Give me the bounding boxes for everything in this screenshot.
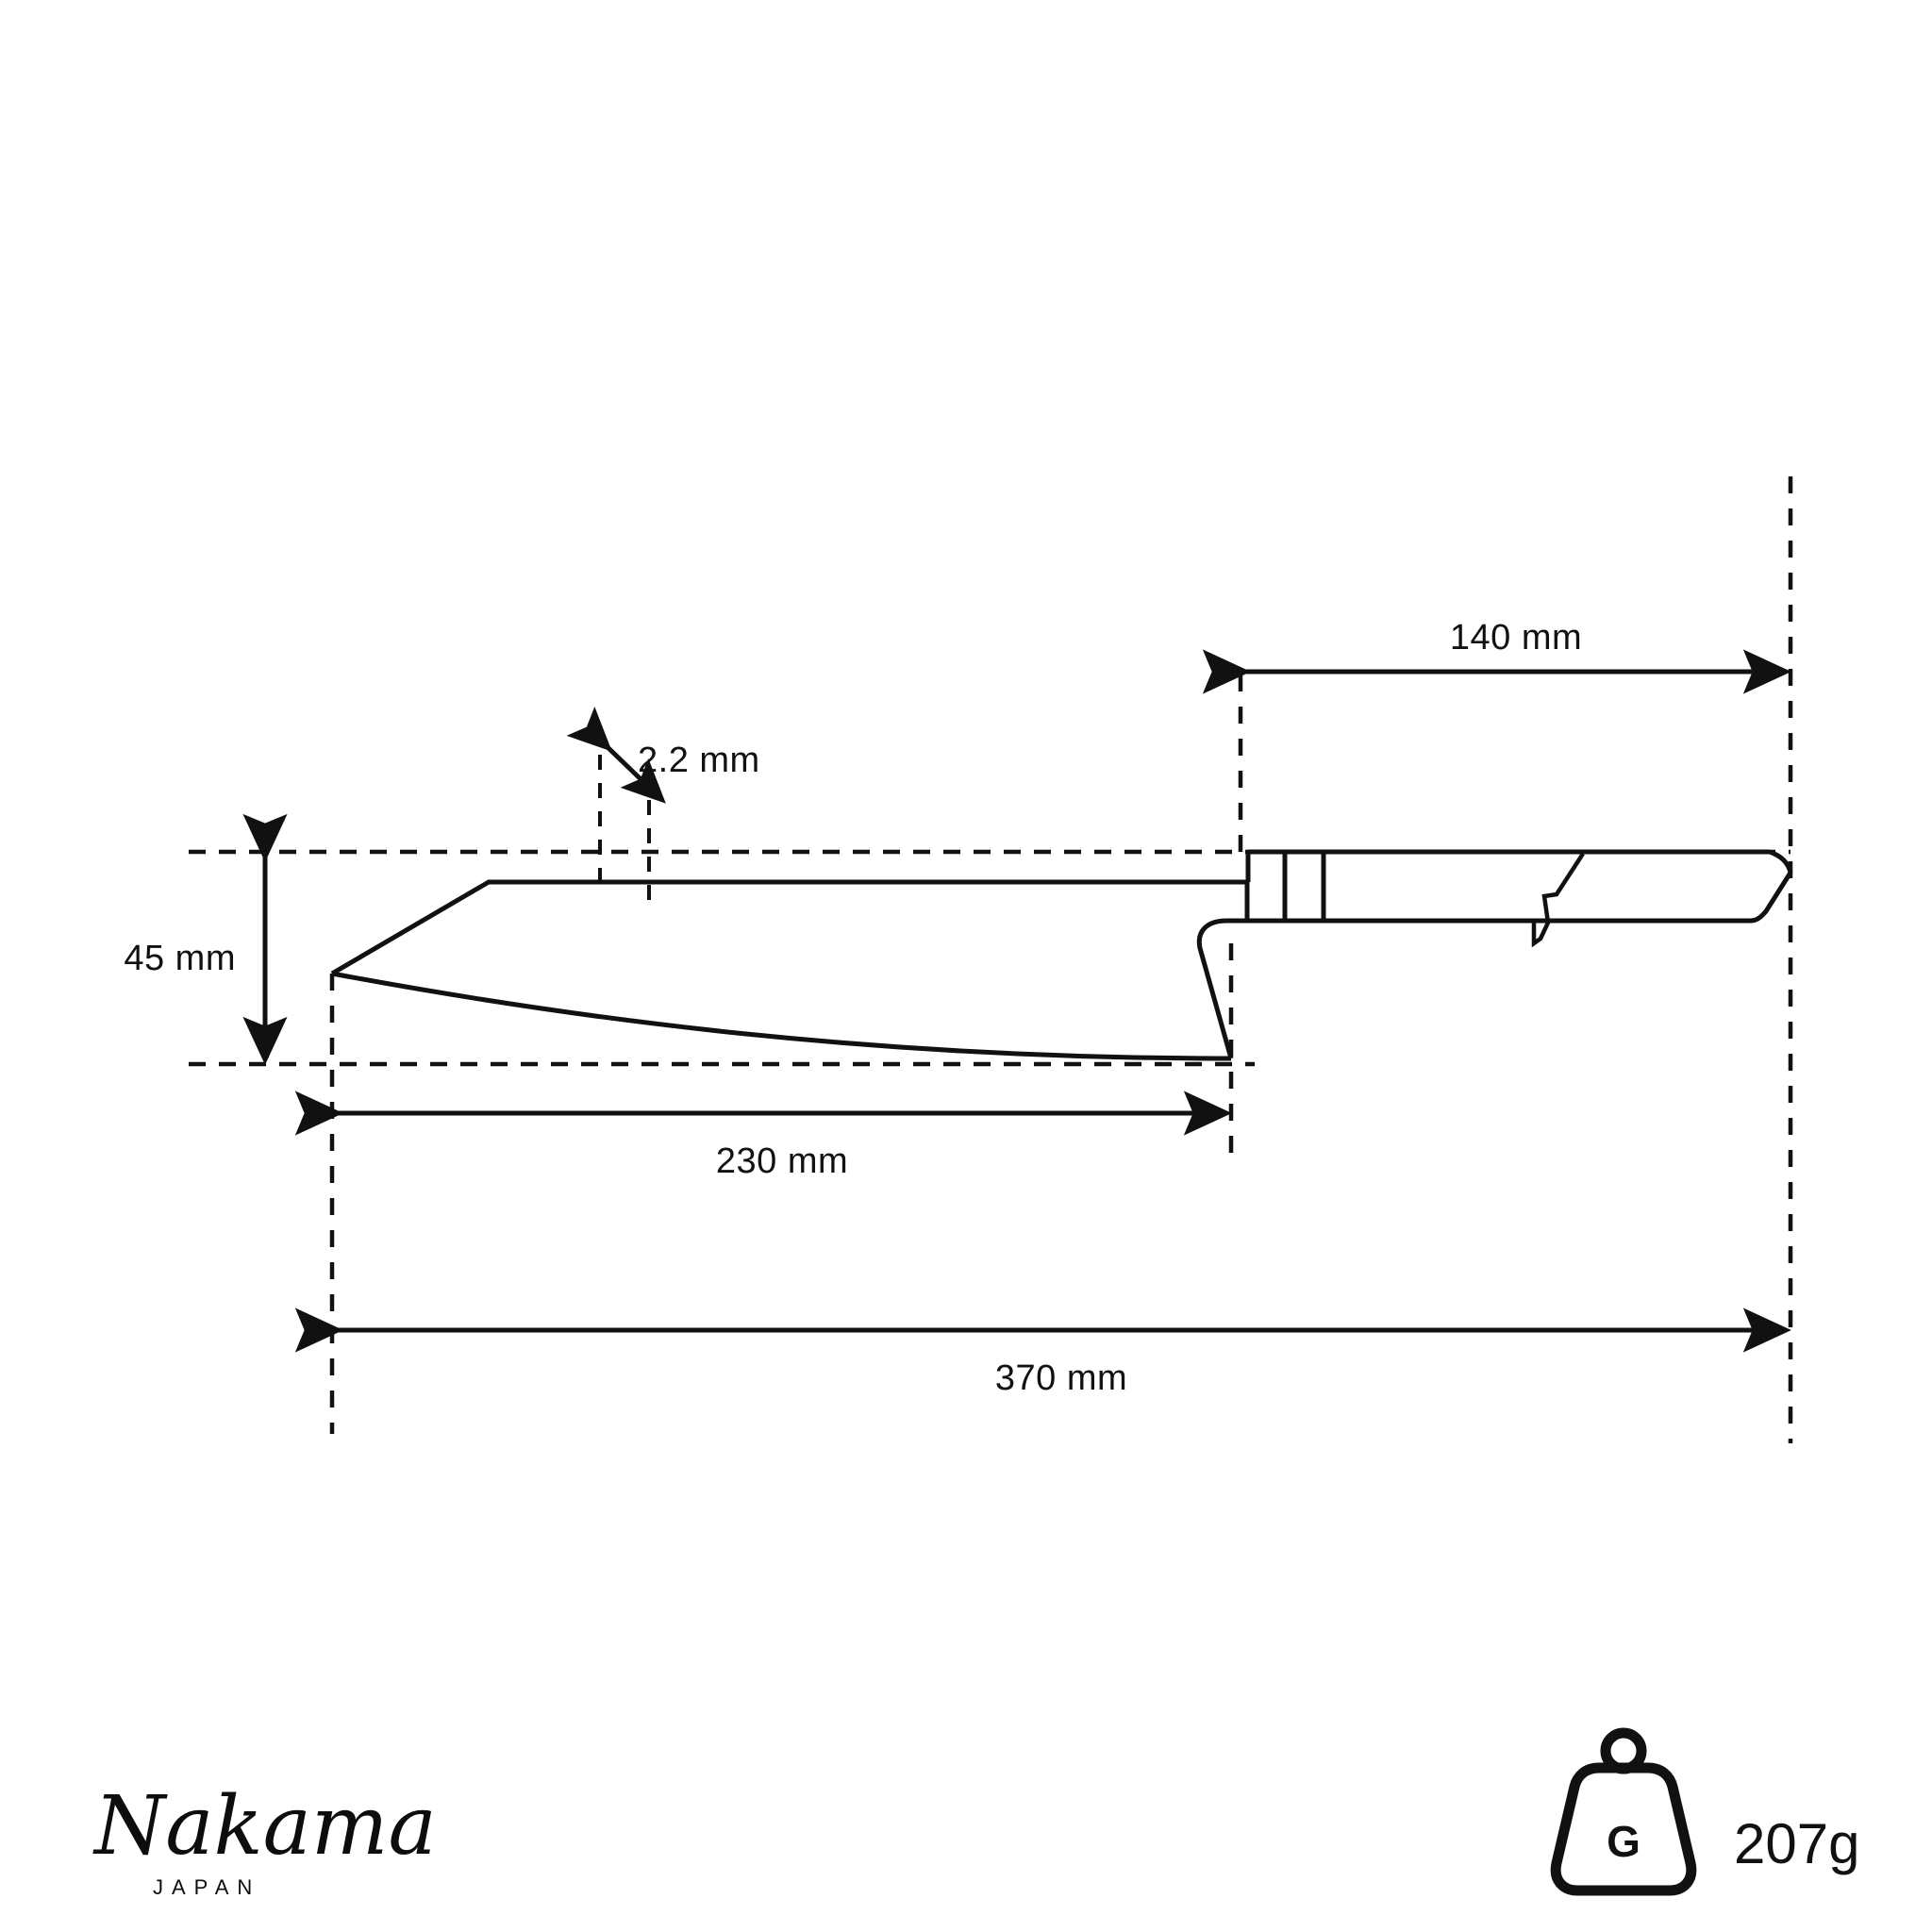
weight-icon-body — [1550, 1762, 1697, 1896]
brand-country: JAPAN — [153, 1875, 260, 1899]
dimension-handle-length: 140 mm — [1202, 618, 1791, 694]
knife-outline — [330, 849, 1793, 1061]
brand-name: Nakama — [92, 1779, 437, 1874]
weight-value-label: 207g — [1734, 1812, 1859, 1875]
weight-icon — [1550, 1727, 1697, 1896]
dimension-label-45mm: 45 mm — [124, 939, 236, 978]
brand-logo: Nakama JAPAN — [92, 1779, 437, 1899]
dimension-blade-length: 230 mm — [294, 1091, 1232, 1181]
blade-heel-notch — [1196, 882, 1250, 1059]
dimension-label-140mm: 140 mm — [1450, 618, 1582, 658]
weight-icon-glyph: G — [1607, 1817, 1641, 1866]
dimension-line-2-2mm — [566, 707, 666, 804]
dimension-label-2-2mm: 2.2 mm — [638, 741, 760, 780]
handle-butt-top-chamfer — [1769, 849, 1793, 874]
handle-wood-grain-line — [1531, 852, 1585, 948]
blade-spine — [330, 879, 1248, 976]
dimension-label-230mm: 230 mm — [716, 1141, 848, 1181]
dimension-total-length: 370 mm — [294, 1307, 1791, 1398]
dimension-label-370mm: 370 mm — [995, 1358, 1127, 1398]
dimension-blade-thickness: 2.2 mm — [566, 707, 760, 804]
weight-badge: G 207g — [1550, 1727, 1859, 1896]
handle-butt-bevel — [1749, 871, 1793, 924]
blade-edge — [331, 971, 1232, 1061]
dimension-blade-height: 45 mm — [124, 813, 288, 1065]
